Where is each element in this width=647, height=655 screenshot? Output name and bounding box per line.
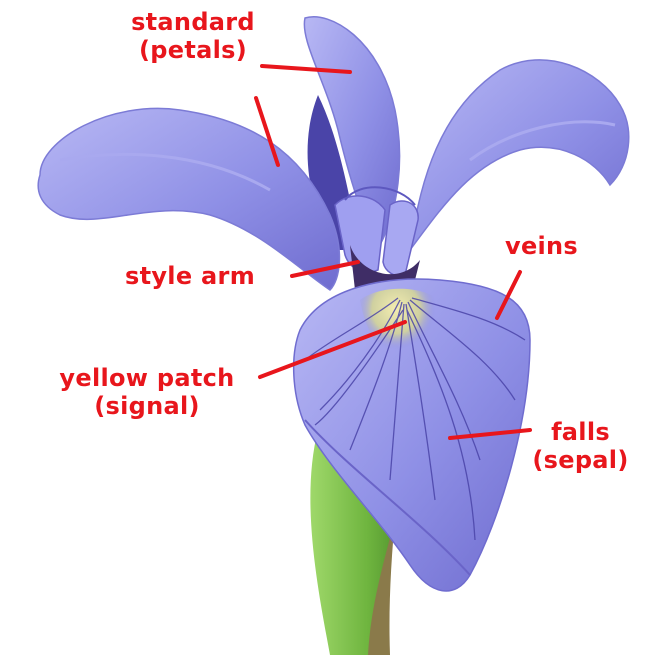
label-falls: falls (sepal): [523, 418, 638, 474]
label-standard-line1: standard: [118, 8, 268, 36]
label-yellow-patch: yellow patch (signal): [42, 364, 252, 420]
label-style-arm: style arm: [125, 262, 255, 290]
label-standard: standard (petals): [118, 8, 268, 64]
label-yellow-patch-line1: yellow patch: [42, 364, 252, 392]
label-falls-line2: (sepal): [523, 446, 638, 474]
label-falls-line1: falls: [523, 418, 638, 446]
label-standard-line2: (petals): [118, 36, 268, 64]
label-veins: veins: [505, 232, 578, 260]
label-yellow-patch-line2: (signal): [42, 392, 252, 420]
right-standard-petal: [410, 60, 629, 250]
style-arm-left: [335, 196, 385, 272]
